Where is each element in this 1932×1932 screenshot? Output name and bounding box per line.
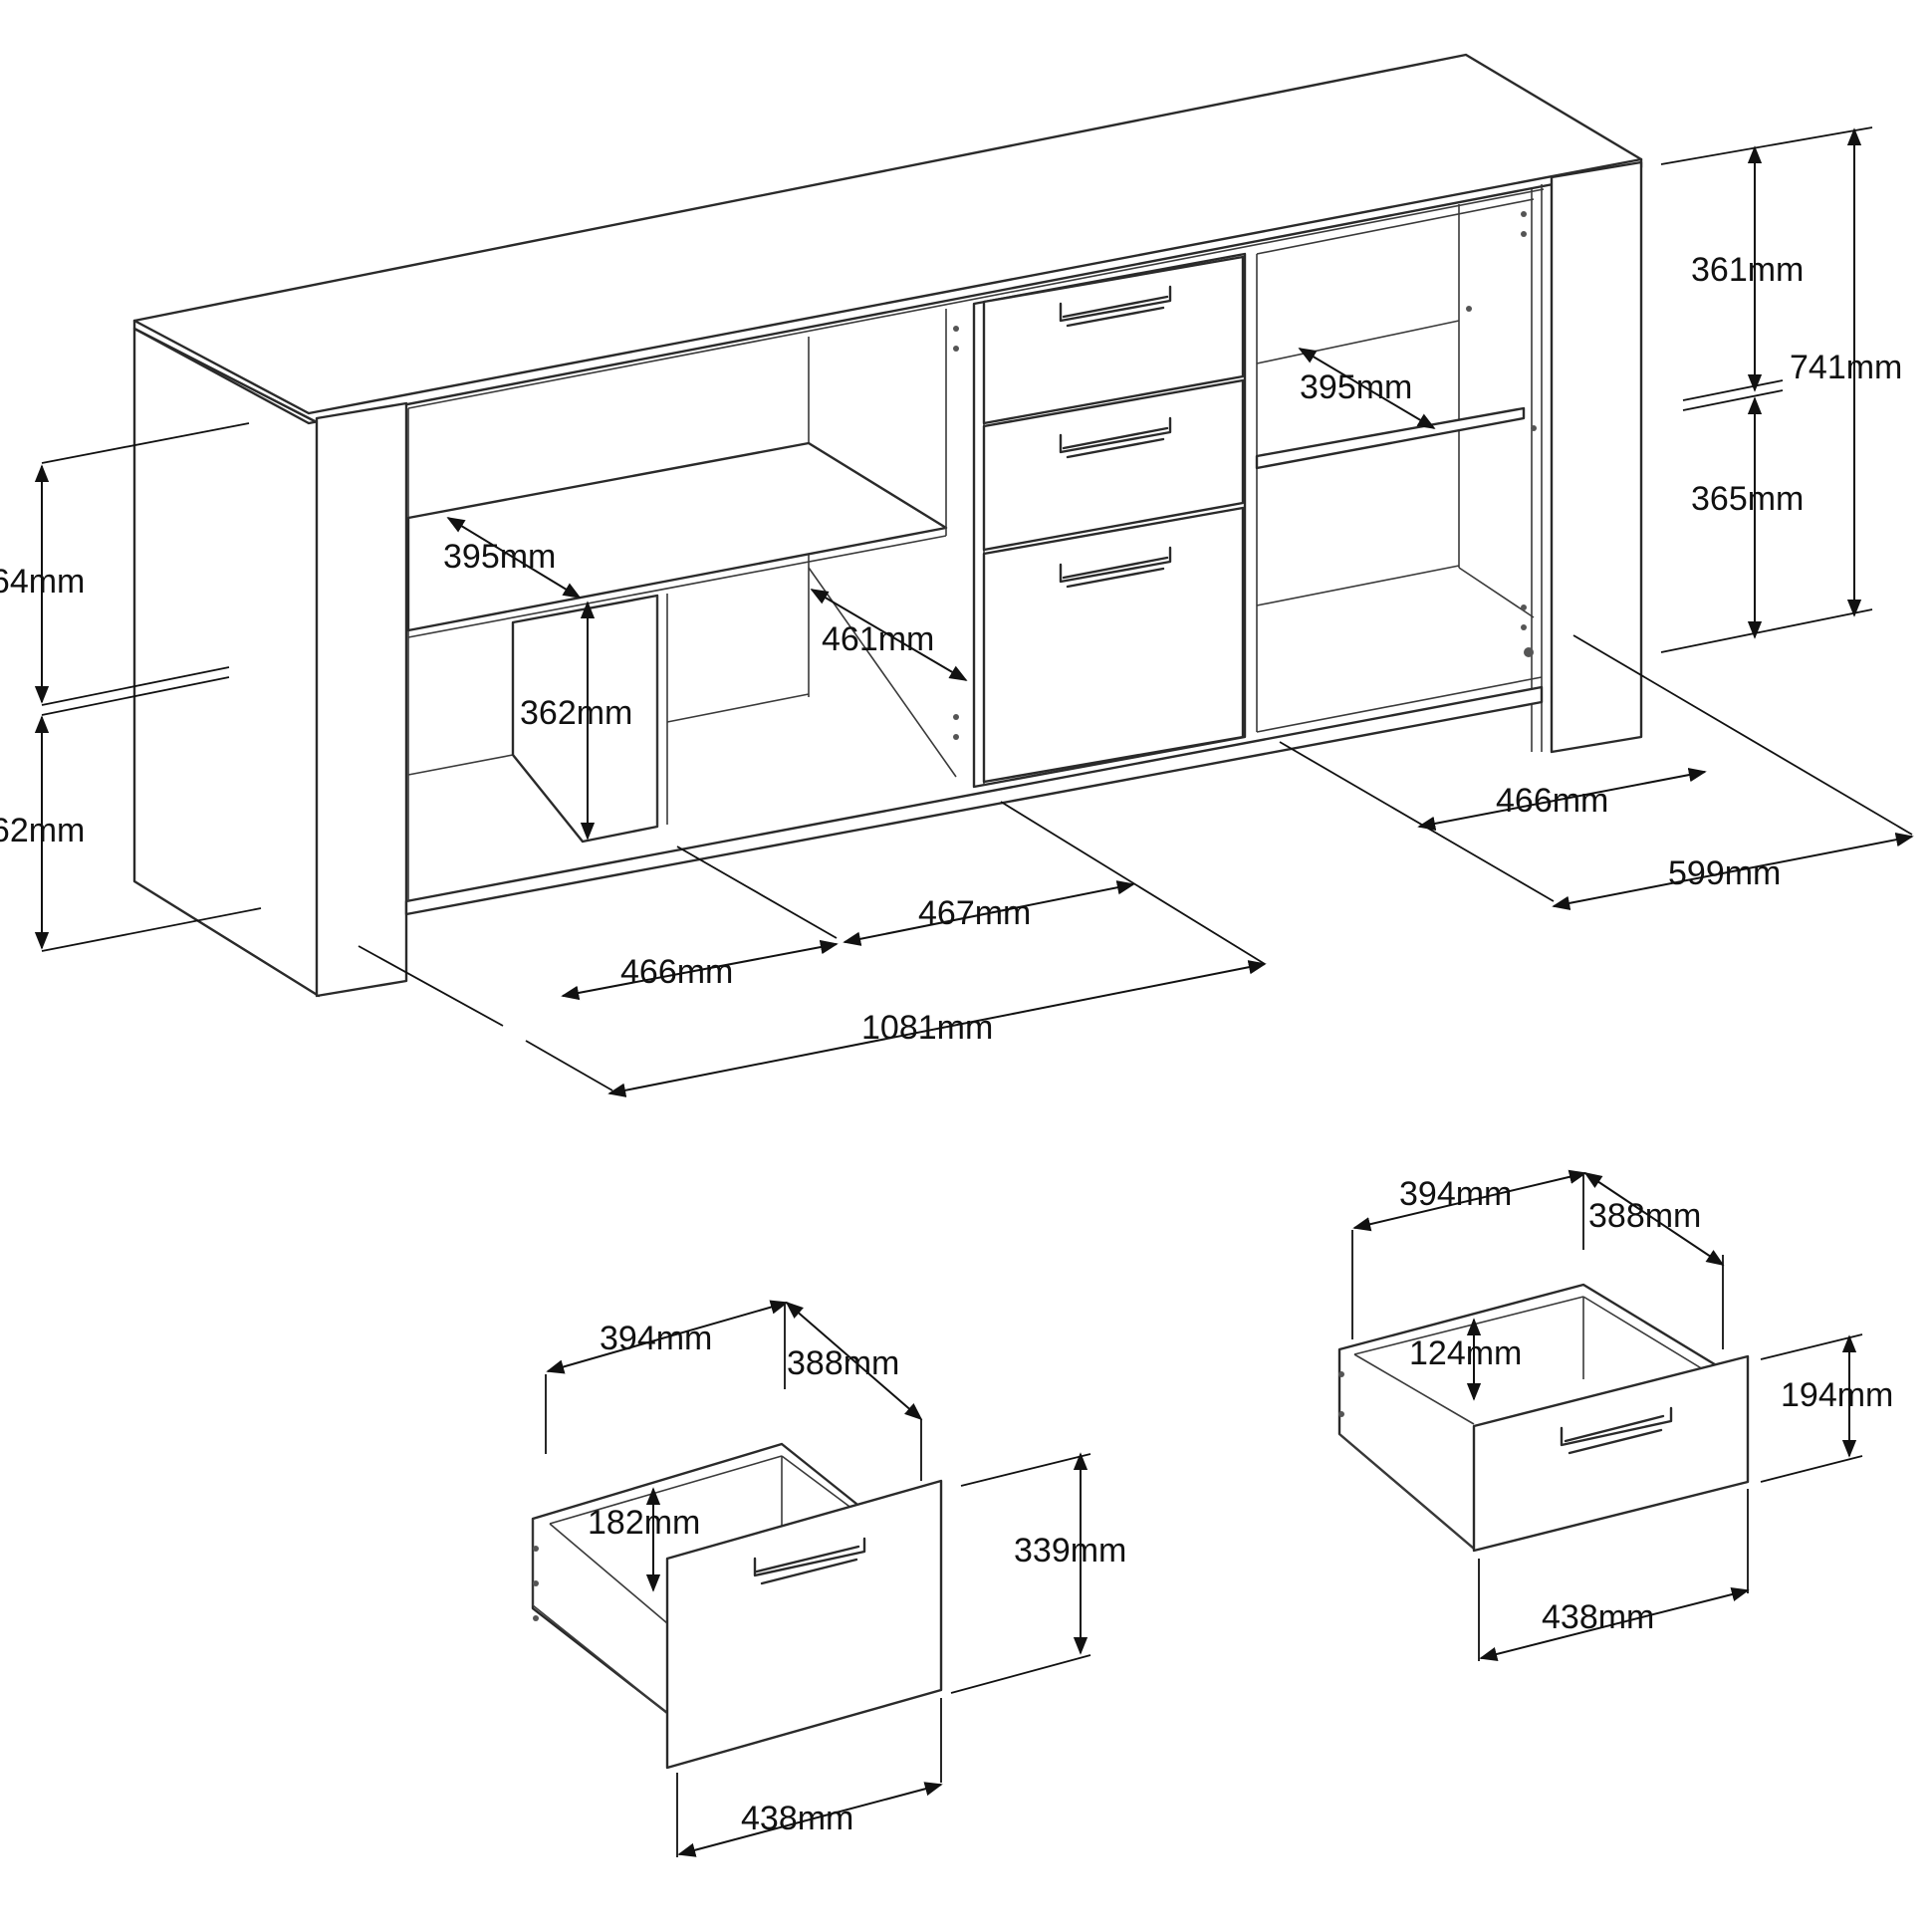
- label-inner-depth: 461mm: [822, 620, 934, 658]
- label-total-width: 1081mm: [861, 1009, 993, 1047]
- label-drawer-unit-width: 467mm: [918, 894, 1031, 932]
- small-drawer-dimension-lines: [1351, 1169, 1863, 1661]
- drawer-front-top: [982, 255, 1245, 425]
- label-large-inner-height: 182mm: [588, 1504, 700, 1542]
- top-panel: [132, 53, 1643, 415]
- sideboard-drawing: [132, 53, 1643, 998]
- left-side-panel: [132, 327, 321, 998]
- small-drawer-drawing: [1337, 1283, 1750, 1553]
- handle-icon: [753, 1537, 866, 1585]
- label-small-inner-height: 124mm: [1409, 1334, 1522, 1372]
- label-large-inner-width: 394mm: [600, 1320, 712, 1357]
- label-left-lower-height: 362mm: [0, 812, 85, 849]
- small-drawer-front: [1472, 1354, 1750, 1553]
- label-compartment-height: 362mm: [520, 694, 632, 732]
- label-left-compartment-width: 466mm: [620, 953, 733, 991]
- large-drawer-front: [665, 1479, 943, 1770]
- label-left-upper-height: 364mm: [0, 563, 85, 601]
- label-small-front-width: 438mm: [1542, 1598, 1654, 1636]
- handle-icon: [1059, 285, 1172, 589]
- bottom-panel: [404, 685, 1544, 916]
- label-total-height: 741mm: [1790, 349, 1902, 386]
- label-right-compartment-width: 466mm: [1496, 782, 1608, 820]
- dimension-labels: 361mm 741mm 365mm 364mm 362mm 395mm 362m…: [0, 251, 1902, 1837]
- large-drawer-dimension-lines: [545, 1300, 1091, 1857]
- label-large-inner-depth: 388mm: [787, 1344, 899, 1382]
- label-small-front-height: 194mm: [1781, 1376, 1893, 1414]
- sideboard-dimension-lines: [34, 126, 1914, 1097]
- left-side-panel-front: [315, 401, 408, 998]
- label-top-height: 361mm: [1691, 251, 1804, 289]
- label-large-front-width: 438mm: [741, 1800, 853, 1837]
- right-side-panel-front: [1550, 160, 1643, 754]
- label-bottom-height: 365mm: [1691, 480, 1804, 518]
- large-drawer-drawing: [531, 1442, 943, 1770]
- label-total-depth: 599mm: [1668, 854, 1781, 892]
- label-shelf-depth-right: 395mm: [1300, 368, 1412, 406]
- label-small-inner-depth: 388mm: [1588, 1197, 1701, 1235]
- handle-icon: [1560, 1406, 1673, 1455]
- left-shelf: [406, 441, 948, 632]
- label-shelf-depth-left: 395mm: [443, 538, 556, 576]
- drawer-front-bottom: [982, 506, 1245, 784]
- label-large-front-height: 339mm: [1014, 1532, 1126, 1570]
- label-small-inner-width: 394mm: [1399, 1175, 1512, 1213]
- right-shelf: [1255, 406, 1526, 470]
- drawer-front-middle: [982, 378, 1245, 552]
